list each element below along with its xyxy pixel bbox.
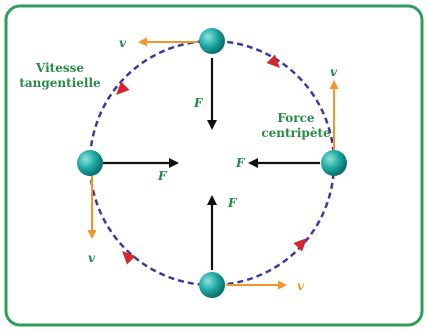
f-label-top: F xyxy=(193,96,204,110)
ball-bottom xyxy=(199,272,225,298)
f-label-left: F xyxy=(157,169,168,183)
f-label-bottom: F xyxy=(227,196,238,210)
force-title-line2: centripète xyxy=(261,126,331,140)
v-label-right: v xyxy=(330,65,338,79)
v-label-top: v xyxy=(119,36,127,50)
ball-top xyxy=(199,28,225,54)
velocity-title-line1: Vitesse xyxy=(35,61,84,75)
v-label-left: v xyxy=(88,251,96,265)
f-label-right: F xyxy=(235,156,246,170)
v-label-bottom: v xyxy=(297,279,305,293)
ball-left xyxy=(77,150,103,176)
force-title-line1: Force xyxy=(277,111,314,125)
velocity-title-line2: tangentielle xyxy=(19,76,101,90)
ball-right xyxy=(321,150,347,176)
